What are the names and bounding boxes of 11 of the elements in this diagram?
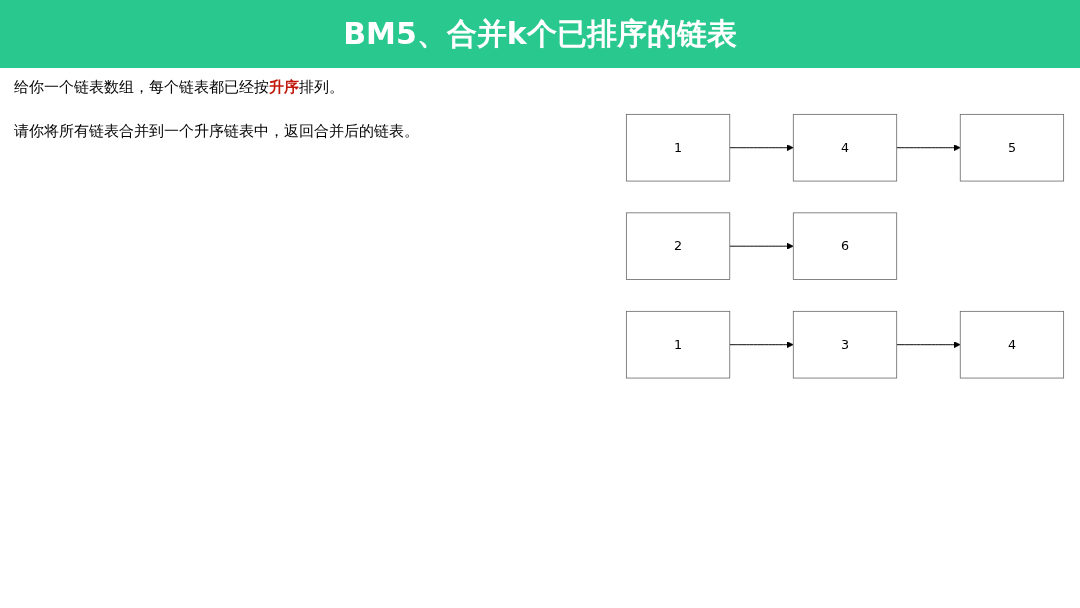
title-bar: BM5、合并k个已排序的链表 xyxy=(0,0,1080,68)
node-box: 5 xyxy=(959,113,1065,182)
node-box: 3 xyxy=(792,310,898,379)
description-text: 给你一个链表数组，每个链表都已经按升序排列。 xyxy=(14,77,345,98)
node-box: 6 xyxy=(792,212,898,280)
node-box: 1 xyxy=(625,310,731,379)
node-box: 2 xyxy=(625,212,731,280)
description-text: 请你将所有链表合并到一个升序链表中，返回合并后的链表。 xyxy=(14,121,420,142)
node-box: 1 xyxy=(625,113,731,182)
node-box: 4 xyxy=(792,113,898,182)
node-box: 4 xyxy=(959,310,1065,379)
